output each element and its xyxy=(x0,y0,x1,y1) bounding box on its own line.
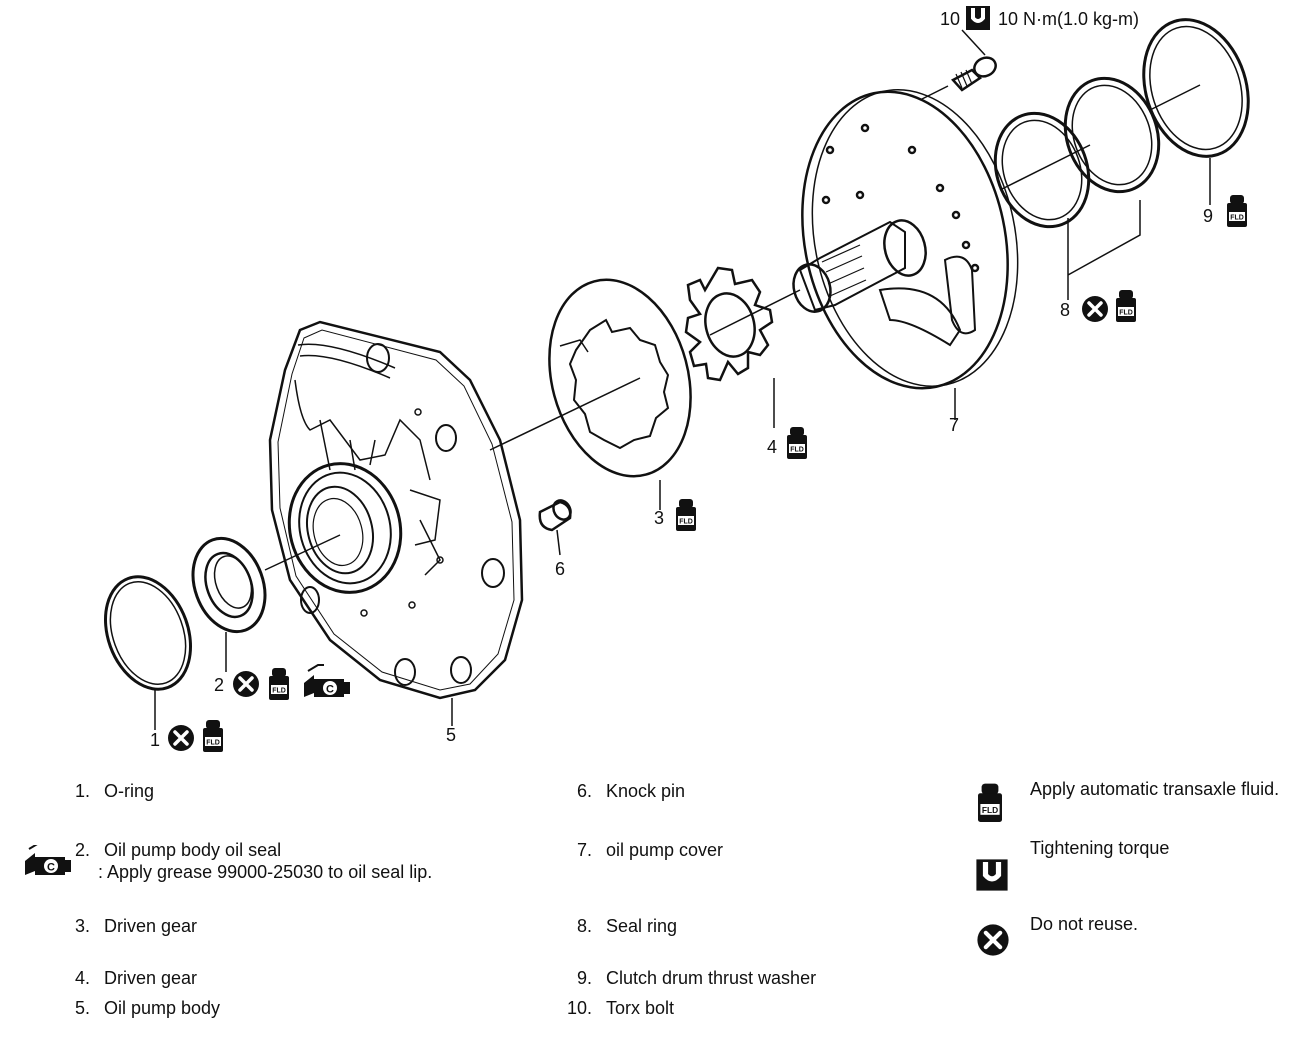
callout-10: 10 xyxy=(940,9,960,29)
fluid-icon xyxy=(1116,290,1136,322)
oil-pump-body-oil-seal xyxy=(191,536,267,634)
no-reuse-icon xyxy=(166,723,196,753)
list-item: 10.Torx bolt xyxy=(566,998,675,1018)
list-item: 4.Driven gear xyxy=(74,968,198,988)
torque-value: 10 N·m(1.0 kg-m) xyxy=(998,9,1139,29)
list-item: 6.Knock pin xyxy=(576,781,686,801)
clutch-drum-thrust-washer xyxy=(1142,18,1250,158)
torque-icon xyxy=(964,4,992,32)
fluid-icon xyxy=(787,427,807,459)
fluid-icon xyxy=(978,783,1002,822)
oil-pump-cover xyxy=(792,89,1019,390)
list-item: 9.Clutch drum thrust washer xyxy=(576,968,817,988)
fluid-icon xyxy=(1227,195,1247,227)
list-item: 3.Driven gear xyxy=(74,916,198,936)
o-ring xyxy=(103,575,193,691)
list-item: 7.oil pump cover xyxy=(576,840,724,860)
no-reuse-icon xyxy=(1080,294,1110,324)
driven-gear-outer xyxy=(548,278,692,478)
callout-6: 6 xyxy=(555,559,565,579)
callout-numbers: 1 2 3 4 5 6 7 8 9 10 10 N·m(1.0 kg-m) xyxy=(150,9,1213,750)
knock-pin xyxy=(538,499,572,532)
list-item: 5.Oil pump body xyxy=(74,998,221,1018)
list-item: 2. Oil pump body oil seal: Apply grease … xyxy=(74,840,433,882)
callout-9: 9 xyxy=(1203,206,1213,226)
leader-lines xyxy=(154,158,1211,730)
grease-icon xyxy=(24,845,72,876)
grease-icon xyxy=(303,664,351,698)
callout-7: 7 xyxy=(949,415,959,435)
fluid-icon xyxy=(203,720,223,752)
list-item: 8.Seal ring xyxy=(576,916,678,936)
exploded-view-diagram: FLD C xyxy=(103,4,1250,753)
callout-8: 8 xyxy=(1060,300,1070,320)
callout-5: 5 xyxy=(446,725,456,745)
callout-1: 1 xyxy=(150,730,160,750)
list-item: 1.O-ring xyxy=(74,781,155,801)
callout-2: 2 xyxy=(214,675,224,695)
no-reuse-icon xyxy=(231,669,261,699)
callout-4: 4 xyxy=(767,437,777,457)
torque-icon xyxy=(974,857,1010,893)
no-reuse-icon xyxy=(975,922,1011,958)
fluid-icon xyxy=(269,668,289,700)
driven-gear-inner xyxy=(684,266,774,382)
legend-fluid-label: Apply automatic transaxle fluid. xyxy=(1030,779,1280,799)
torx-bolt xyxy=(950,56,997,92)
seal-rings xyxy=(993,76,1161,229)
legend-torque-label: Tightening torque xyxy=(1030,838,1170,858)
fluid-icon xyxy=(676,499,696,531)
legend-noreuse-label: Do not reuse. xyxy=(1030,914,1139,934)
oil-pump-body xyxy=(268,320,524,700)
callout-3: 3 xyxy=(654,508,664,528)
